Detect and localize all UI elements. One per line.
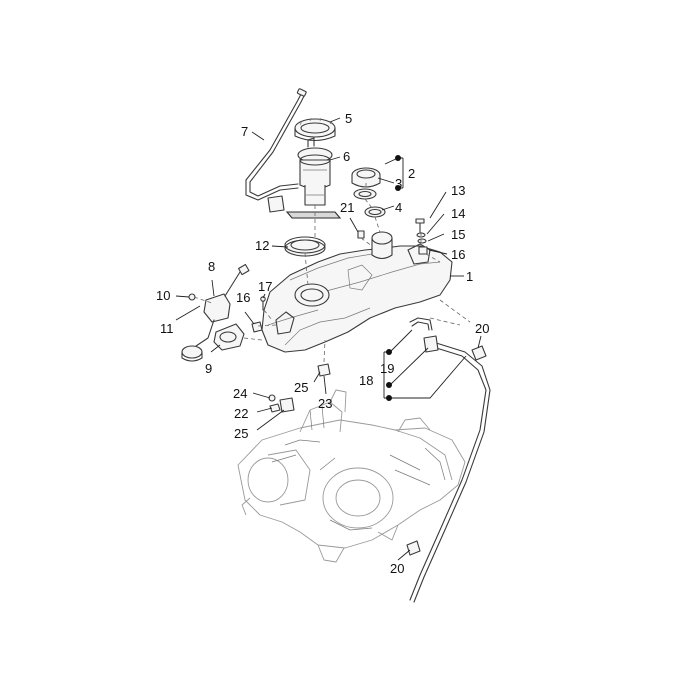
- callout-10: 10: [156, 288, 170, 303]
- callout-25-upper: 25: [294, 380, 308, 395]
- callout-14: 14: [451, 206, 465, 221]
- callout-1: 1: [466, 269, 473, 284]
- callout-9: 9: [205, 361, 212, 376]
- callout-2: 2: [408, 166, 415, 181]
- callout-18: 18: [359, 373, 373, 388]
- callout-16-right: 16: [451, 247, 465, 262]
- callout-24: 24: [233, 386, 247, 401]
- filler-ring: [364, 206, 386, 218]
- callout-22: 22: [234, 406, 248, 421]
- callout-15: 15: [451, 227, 465, 242]
- fuel-pump-ring-nut: [294, 117, 336, 142]
- callout-21: 21: [340, 200, 354, 215]
- callout-5: 5: [345, 111, 352, 126]
- callout-23: 23: [318, 396, 332, 411]
- callout-labels: 1 2 3 4 5 6 7 8 9 10 11 12 13 14 15 16 1…: [156, 111, 489, 576]
- bushing-16-left: [251, 321, 263, 333]
- callout-6: 6: [343, 149, 350, 164]
- sensor-gasket: [213, 323, 245, 351]
- fuel-tank: [261, 231, 453, 353]
- fuel-pump: [285, 137, 342, 219]
- hose-clamp-20-lower: [406, 540, 421, 556]
- breather-hose: [409, 317, 491, 603]
- spacer-16-right: [418, 246, 428, 255]
- fitting-25-lower: [279, 397, 295, 413]
- washer-15: [417, 238, 427, 244]
- screw-17: [260, 296, 266, 311]
- callout-19: 19: [380, 361, 394, 376]
- bullet-dots: [386, 155, 401, 401]
- callout-4: 4: [395, 200, 402, 215]
- fitting-21: [357, 230, 365, 239]
- assembly-lines: [193, 183, 471, 363]
- hose-clamp-20-upper: [471, 345, 487, 361]
- callout-11: 11: [160, 321, 174, 336]
- callout-12: 12: [255, 238, 269, 253]
- callout-25-lower: 25: [234, 426, 248, 441]
- callout-3: 3: [395, 176, 402, 191]
- bolt-13: [415, 218, 425, 233]
- callout-7: 7: [241, 124, 248, 139]
- callout-20-upper: 20: [475, 321, 489, 336]
- filler-cap-seal: [353, 188, 377, 200]
- leader-lines: [175, 117, 482, 561]
- callout-16-left: 16: [236, 290, 250, 305]
- callout-13: 13: [451, 183, 465, 198]
- fitting-23: [317, 363, 331, 377]
- clip-22: [269, 403, 281, 413]
- fuel-line-hose: [245, 88, 307, 213]
- engine-assembly: [237, 389, 466, 563]
- callout-20-lower: 20: [390, 561, 404, 576]
- callout-17: 17: [258, 279, 272, 294]
- level-sensor: [181, 263, 250, 362]
- callout-8: 8: [208, 259, 215, 274]
